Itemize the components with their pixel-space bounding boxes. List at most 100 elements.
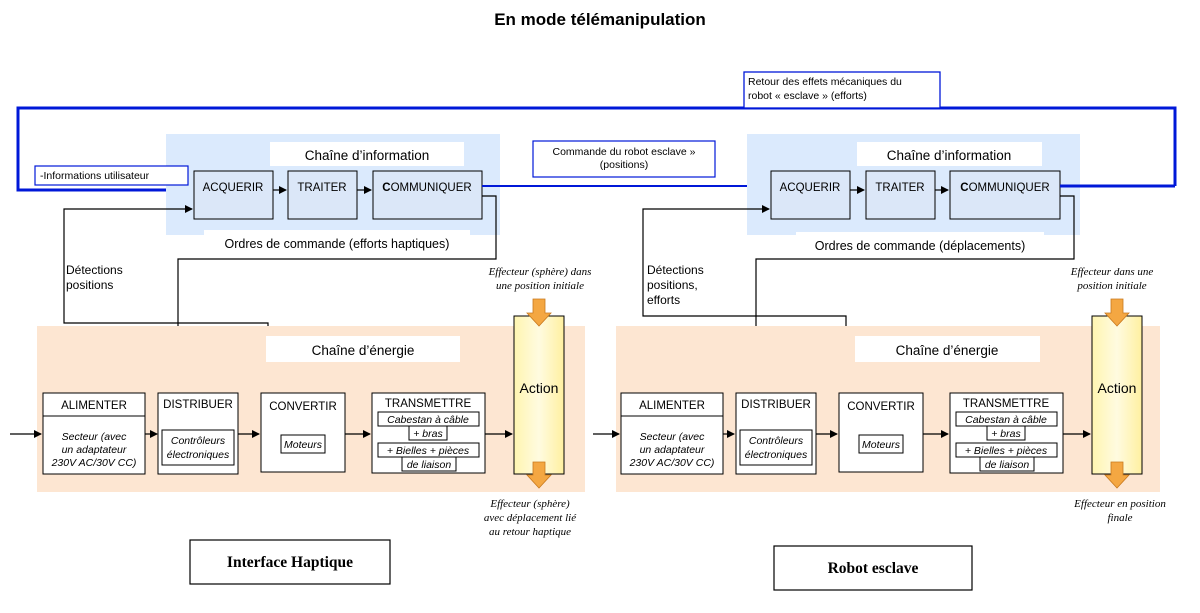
distribuer-label: DISTRIBUER bbox=[741, 399, 811, 411]
action-label: Action bbox=[1098, 380, 1137, 396]
transmettre-sub-3: + Bielles + pièces bbox=[387, 445, 470, 457]
footer-label: Interface Haptique bbox=[227, 554, 353, 571]
detections-label-line3: efforts bbox=[647, 293, 680, 307]
alimenter-header bbox=[620, 392, 724, 417]
detections-label-line1: Détections bbox=[647, 263, 704, 277]
energy-chain-title-box bbox=[266, 336, 460, 362]
command-label-box bbox=[532, 140, 716, 178]
traiter-label: TRAITER bbox=[875, 182, 924, 194]
feedback-label-line2: robot « esclave » (efforts) bbox=[748, 90, 867, 102]
alimenter-sub-2: un adaptateur bbox=[62, 444, 127, 456]
page-title: En mode télémanipulation bbox=[494, 10, 706, 29]
communiquer-box bbox=[949, 170, 1061, 220]
transmettre-sub-box-4 bbox=[979, 456, 1035, 472]
transmettre-box bbox=[949, 392, 1064, 474]
left-haptic-interface: Chaîne d’information -Informations utili… bbox=[10, 134, 592, 585]
orders-line bbox=[752, 195, 1075, 393]
action-top-arrow bbox=[526, 298, 552, 327]
action-top-arrow bbox=[1104, 298, 1130, 327]
info-chain-title-box bbox=[857, 142, 1042, 166]
transmettre-sub-2: + bras bbox=[991, 428, 1021, 440]
transmettre-sub-box-2 bbox=[986, 425, 1026, 441]
user-info-label-box bbox=[34, 165, 189, 186]
command-label-line2: (positions) bbox=[600, 159, 648, 171]
convertir-sub: Moteurs bbox=[862, 439, 901, 451]
info-chain-title-box bbox=[270, 142, 464, 166]
feedback-label-line1: Retour des effets mécaniques du bbox=[748, 76, 902, 88]
communiquer-box bbox=[372, 170, 483, 220]
convertir-box bbox=[260, 392, 346, 473]
distribuer-box bbox=[735, 392, 817, 475]
orders-line bbox=[174, 195, 497, 393]
convertir-box bbox=[838, 392, 924, 473]
feedback-loop-line bbox=[16, 106, 1177, 195]
energy-chain-title: Chaîne d’énergie bbox=[312, 343, 415, 358]
convertir-sub-box bbox=[280, 434, 326, 454]
action-bottom-arrow bbox=[1104, 461, 1130, 489]
effector-top-1: Effecteur (sphère) dans bbox=[488, 266, 592, 278]
convertir-sub: Moteurs bbox=[284, 439, 323, 451]
effector-bottom-2: finale bbox=[1107, 512, 1132, 524]
transmettre-sub-4: de liaison bbox=[407, 459, 452, 471]
footer-box bbox=[189, 539, 391, 585]
action-bottom-arrow bbox=[526, 461, 552, 489]
user-info-label: -Informations utilisateur bbox=[40, 170, 150, 182]
effector-bottom-3: au retour haptique bbox=[489, 526, 571, 538]
acquerir-box bbox=[770, 170, 851, 220]
orders-label-box bbox=[204, 230, 470, 254]
effector-bottom-2: avec déplacement lié bbox=[484, 512, 577, 524]
orders-label: Ordres de commande (efforts haptiques) bbox=[225, 237, 450, 251]
transmettre-sub-2: + bras bbox=[413, 428, 443, 440]
distribuer-label: DISTRIBUER bbox=[163, 399, 233, 411]
orders-label: Ordres de commande (déplacements) bbox=[815, 239, 1026, 253]
transmettre-sub-box-4 bbox=[401, 456, 457, 472]
alimenter-sub-3: 230V AC/30V CC) bbox=[51, 457, 137, 469]
transmettre-sub-box-2 bbox=[408, 425, 448, 441]
command-label-group: Commande du robot esclave » (positions) bbox=[482, 140, 770, 191]
acquerir-label: ACQUERIR bbox=[780, 182, 841, 194]
info-chain-title: Chaîne d’information bbox=[305, 148, 430, 163]
distribuer-sub-1: Contrôleurs bbox=[749, 435, 804, 447]
traiter-label: TRAITER bbox=[297, 182, 346, 194]
command-label-line1: Commande du robot esclave » bbox=[553, 146, 696, 158]
transmettre-label: TRANSMETTRE bbox=[963, 398, 1050, 410]
effector-top-2: une position initiale bbox=[496, 280, 584, 292]
transmettre-sub-3: + Bielles + pièces bbox=[965, 445, 1048, 457]
transmettre-sub-1: Cabestan à câble bbox=[965, 414, 1047, 426]
footer-label: Robot esclave bbox=[828, 560, 919, 577]
alimenter-label: ALIMENTER bbox=[639, 400, 705, 412]
detections-label-line2: positions bbox=[66, 278, 113, 292]
transmettre-sub-1: Cabestan à câble bbox=[387, 414, 469, 426]
orders-label-box bbox=[796, 232, 1044, 256]
distribuer-sub-box bbox=[739, 429, 813, 466]
effector-bottom-1: Effecteur (sphère) bbox=[489, 498, 570, 510]
alimenter-label: ALIMENTER bbox=[61, 400, 127, 412]
alimenter-sub-3: 230V AC/30V CC) bbox=[629, 457, 715, 469]
energy-chain-title-box bbox=[855, 336, 1040, 362]
traiter-box bbox=[865, 170, 936, 220]
convertir-label: CONVERTIR bbox=[269, 401, 337, 413]
effector-bottom-1: Effecteur en position bbox=[1073, 498, 1166, 510]
distribuer-sub-2: électroniques bbox=[745, 449, 808, 461]
traiter-box bbox=[287, 170, 358, 220]
transmettre-label: TRANSMETTRE bbox=[385, 398, 472, 410]
convertir-label: CONVERTIR bbox=[847, 401, 915, 413]
info-chain-title: Chaîne d’information bbox=[887, 148, 1012, 163]
detections-label-line2: positions, bbox=[647, 278, 698, 292]
alimenter-sub-1: Secteur (avec bbox=[62, 431, 128, 443]
alimenter-sub-2: un adaptateur bbox=[640, 444, 705, 456]
effector-top-2: position initiale bbox=[1076, 280, 1146, 292]
alimenter-sub-1: Secteur (avec bbox=[640, 431, 706, 443]
effector-top-1: Effecteur dans une bbox=[1070, 266, 1154, 278]
transmettre-sub-4: de liaison bbox=[985, 459, 1030, 471]
transmettre-box bbox=[371, 392, 486, 474]
action-label: Action bbox=[520, 380, 559, 396]
acquerir-label: ACQUERIR bbox=[203, 182, 264, 194]
distribuer-sub-box bbox=[161, 429, 235, 466]
feedback-label-box bbox=[743, 71, 941, 109]
distribuer-box bbox=[157, 392, 239, 475]
footer-box bbox=[773, 545, 973, 591]
distribuer-sub-2: électroniques bbox=[167, 449, 230, 461]
communiquer-label: COMMUNIQUER bbox=[382, 182, 471, 194]
